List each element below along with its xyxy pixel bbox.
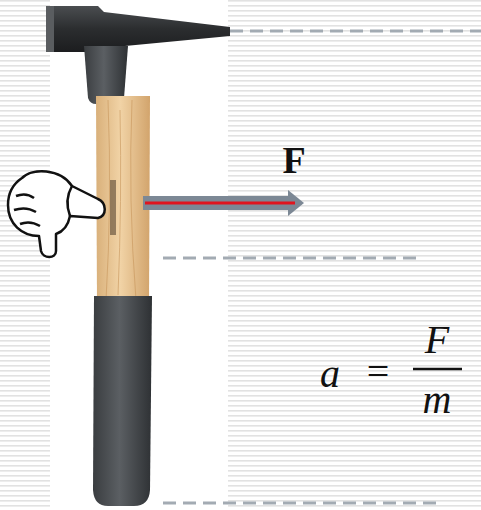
wood-grain	[106, 100, 136, 300]
fraction-bar	[413, 368, 462, 371]
formula-variable: a	[320, 354, 340, 394]
formula-equals: =	[367, 352, 390, 392]
white-column	[50, 0, 228, 510]
pointing-hand	[8, 171, 105, 257]
handle-grip	[93, 296, 152, 506]
force-symbol: F	[282, 141, 305, 179]
brand-mark	[110, 180, 116, 235]
collar-grip	[84, 46, 128, 104]
level-lines	[163, 31, 481, 503]
formula-denominator: m	[423, 380, 452, 420]
wood-handle	[96, 96, 150, 304]
hammer-head	[46, 6, 230, 52]
force-arrow	[143, 190, 304, 216]
formula-numerator: F	[425, 320, 449, 360]
hammer-face	[46, 6, 54, 52]
